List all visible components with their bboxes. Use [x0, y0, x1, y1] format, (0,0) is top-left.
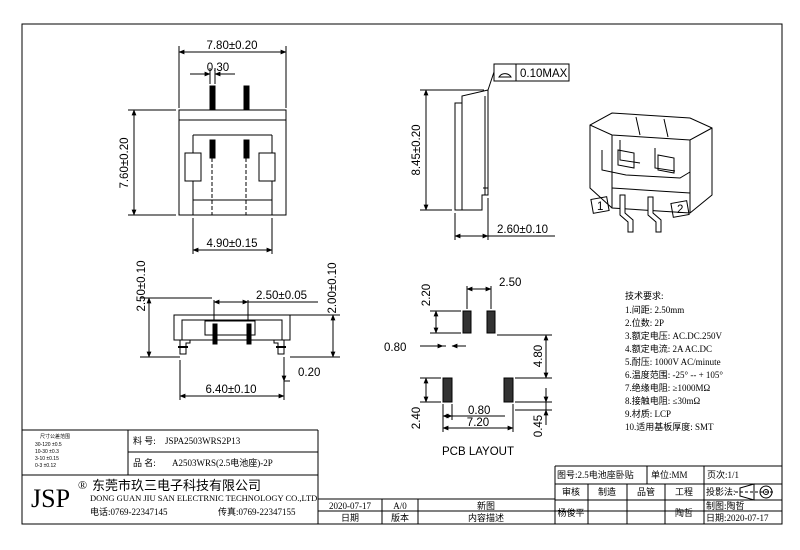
front-view-bottom-width-dim: 6.40±0.10 [205, 384, 256, 396]
tech-line: 8.接触电阻: ≤30mΩ [625, 395, 700, 406]
tolerance-row: 10-30 ±0.3 [35, 449, 59, 455]
draw-date: 日期:2020-07-17 [706, 513, 769, 523]
tech-line: 9.材质: LCP [625, 408, 671, 419]
pcb-lower-pad-height-dim: 2.40 [411, 407, 423, 429]
front-view-pin-thickness-dim: 0.20 [298, 367, 320, 379]
top-view-left-pad [184, 152, 202, 182]
pcb-pitch-dim: 2.50 [499, 277, 521, 289]
side-view-height-dim: 8.45±0.20 [411, 124, 423, 175]
tech-line: 2.位数: 2P [625, 317, 664, 328]
tolerance-row: 30-120 ±0.5 [35, 442, 62, 448]
isometric-view [589, 112, 713, 233]
registered-mark: ® [78, 478, 87, 492]
top-view-contact-1 [209, 139, 216, 159]
company-logo: JSP [31, 484, 70, 513]
front-view-left-foot [179, 339, 191, 355]
iso-pin-mark-2: 2 [677, 204, 683, 216]
tolerance-row: 0-3 ±0.12 [35, 463, 56, 469]
iso-pin-mark-1: 1 [597, 201, 603, 213]
tech-line: 5.耐压: 1000V AC/minute [625, 356, 721, 367]
flatness-symbol-icon [498, 73, 512, 78]
top-view-height-dim: 7.60±0.20 [119, 137, 131, 188]
top-view [128, 46, 287, 254]
projection-symbol-icon [739, 483, 755, 501]
header-version: 版本 [391, 512, 409, 523]
front-view-right-foot [273, 339, 285, 355]
header-date: 日期 [341, 513, 359, 523]
front-view-right-height-dim: 2.00±0.10 [327, 262, 339, 313]
iso-pin-2 [647, 196, 662, 233]
top-view-pin-2 [243, 85, 250, 111]
side-view-body [454, 89, 489, 211]
pcb-pad-top-1 [462, 310, 472, 334]
top-view-right-pad [258, 152, 276, 182]
tech-requirements: 技术要求: 1.间距: 2.50mm 2.位数: 2P 3.额定电压: AC.D… [625, 290, 723, 432]
company-name-cn: 东莞市玖三电子科技有限公司 [92, 478, 261, 494]
tech-line: 4.额定电流: 2A AC.DC [625, 343, 712, 354]
top-view-contact-2 [243, 139, 250, 159]
top-view-width-dim: 7.80±0.20 [206, 40, 257, 52]
pcb-pad-top-2 [486, 310, 496, 334]
product-label: 品 名: [133, 457, 156, 468]
product-name: A2503WRS(2.5电池座)-2P [172, 457, 273, 468]
pcb-lower-gap-dim: 0.45 [533, 415, 545, 437]
tech-line: 7.绝缘电阻: ≥1000MΩ [625, 382, 710, 393]
header-review: 审核 [562, 486, 580, 497]
header-content: 内容描述 [468, 512, 504, 523]
projection-label: 投影法: [706, 486, 736, 497]
front-view [140, 297, 340, 400]
header-make: 制造 [598, 486, 616, 497]
pcb-layout [420, 286, 552, 432]
top-view-body [178, 109, 287, 216]
flatness-value: 0.10MAX [520, 68, 568, 80]
rev-date: 2020-07-17 [329, 501, 371, 511]
rev-desc: 新图 [477, 500, 495, 511]
front-view-body [173, 314, 291, 341]
tech-line: 6.温度范围: -25° -- + 105° [625, 369, 723, 380]
part-no-label: 料 号: [133, 435, 156, 446]
title-block [22, 429, 782, 524]
company-name-en: DONG GUAN JIU SAN ELECTRNIC TECHNOLOGY C… [90, 493, 317, 503]
tech-line: 1.间距: 2.50mm [625, 304, 684, 315]
side-view [420, 63, 570, 240]
pcb-total-width-dim: 7.20 [467, 417, 489, 429]
pcb-pad-width-dim: 0.80 [384, 342, 406, 354]
pcb-lower-pad-width-dim: 0.80 [468, 405, 490, 417]
tech-line: 3.额定电压: AC.DC.250V [625, 330, 723, 341]
header-engineer: 工程 [675, 487, 693, 497]
top-view-pin-width-dim: 0.30 [207, 62, 229, 74]
front-view-left-height-dim: 2.50±0.10 [136, 260, 148, 311]
unit: 单位:MM [651, 469, 688, 480]
pcb-span-dim: 4.80 [533, 345, 545, 367]
pcb-pad-bottom-right [503, 377, 514, 403]
tolerance-heading: 尺寸公差范围 [40, 433, 70, 440]
front-view-pin-1 [212, 323, 218, 345]
tech-line: 10.适用基板厚度: SMT [625, 421, 714, 432]
front-view-pitch-dim: 2.50±0.05 [256, 290, 307, 302]
company-phone: 电话:0769-22347145 [90, 506, 168, 517]
header-quality: 品管 [637, 486, 655, 497]
top-view-pin-1 [209, 85, 216, 111]
drawing-border [21, 23, 783, 525]
pcb-layout-title: PCB LAYOUT [442, 446, 514, 458]
engineer-name: 陶哲 [675, 507, 693, 518]
part-no: JSPA2503WRS2P13 [165, 436, 241, 446]
rev-version: A/0 [393, 501, 407, 511]
top-view-inner-width-dim: 4.90±0.15 [206, 238, 257, 250]
front-view-pin-2 [246, 323, 252, 345]
page-count: 页次:1/1 [707, 469, 739, 480]
tolerance-row: 3-10 ±0.15 [35, 456, 59, 462]
reviewer-name: 杨俊平 [557, 507, 584, 518]
pcb-pad-bottom-left [442, 377, 453, 403]
side-view-depth-dim: 2.60±0.10 [497, 224, 548, 236]
company-fax: 传真:0769-22347155 [218, 506, 296, 517]
iso-pin-1 [619, 194, 634, 233]
drafter: 制图:陶哲 [706, 500, 745, 511]
pcb-pad-length-dim: 2.20 [421, 284, 433, 306]
tech-heading: 技术要求: [625, 290, 664, 301]
drawing-name: 图号:2.5电池座卧贴 [557, 469, 634, 480]
